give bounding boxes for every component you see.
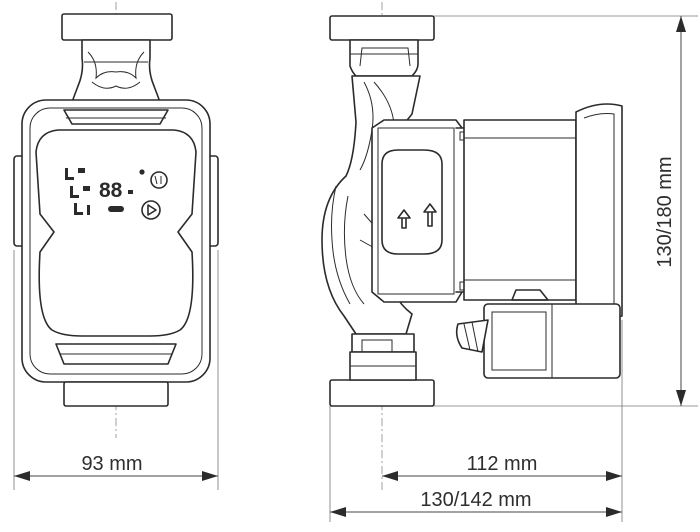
mode-indicator: [108, 206, 124, 212]
speed-level-icon: [65, 168, 90, 215]
motor-housing: [463, 119, 577, 301]
display-dot: [128, 190, 133, 194]
motor-length-label: 112 mm: [467, 453, 538, 475]
side-top-flange: [329, 15, 435, 41]
front-top-flange: [61, 13, 173, 41]
constant-pressure-icon: [150, 171, 168, 189]
front-neck: [71, 39, 161, 103]
play-icon: [141, 200, 161, 220]
front-view: 88: [13, 2, 219, 438]
side-bottom-flange: [329, 379, 435, 407]
display-digits: 88: [99, 179, 123, 202]
status-led: [139, 169, 145, 175]
front-display: 88: [65, 168, 168, 220]
front-control-face: [35, 129, 197, 337]
overall-length-label: 130/142 mm: [420, 489, 531, 511]
dimension-labels: 93 mm 112 mm 130/142 mm 130/180 mm: [81, 156, 676, 511]
front-bottom-flange: [63, 381, 169, 407]
width-label: 93 mm: [81, 453, 142, 475]
height-label: 130/180 mm: [654, 156, 676, 267]
dimension-lines: [13, 15, 698, 522]
motor-end-cap: [575, 103, 623, 319]
side-view: [321, 2, 623, 490]
nameplate-window: [381, 149, 443, 255]
